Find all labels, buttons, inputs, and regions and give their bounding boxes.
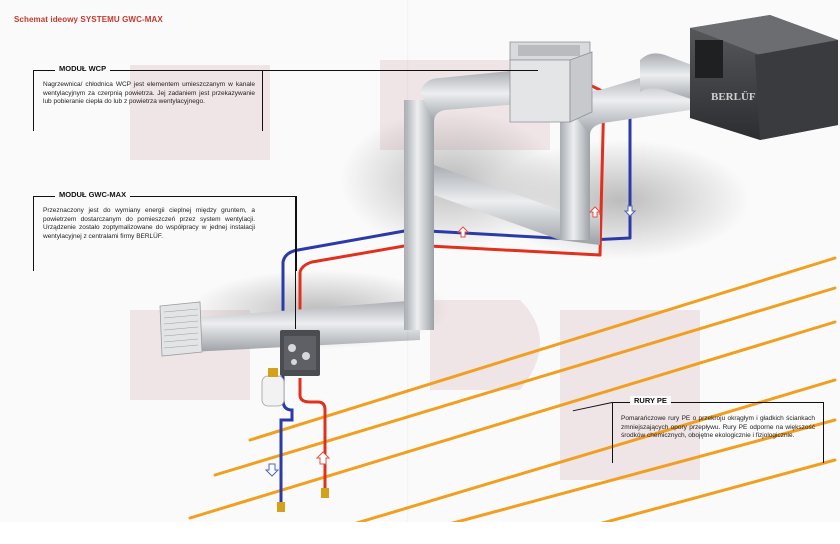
flow-arrows	[264, 205, 637, 477]
callout-gwc: MODUŁ GWC-MAX Przeznaczony jest do wymia…	[33, 190, 297, 271]
callout-rury: RURY PE Pomarańczowe rury PE o przekroju…	[572, 396, 824, 463]
intake-grille	[159, 301, 203, 357]
pipe-fitting	[321, 488, 329, 498]
callout-text: Przeznaczony jest do wymiany energii cie…	[43, 207, 255, 240]
page-fold	[407, 0, 409, 522]
gwc-module	[280, 330, 320, 376]
callout-text: Nagrzewnica/ chłodnica WCP jest elemente…	[43, 81, 255, 106]
leader-line-gwc	[295, 197, 296, 329]
wcp-module	[509, 41, 593, 123]
page-bottom-margin	[0, 522, 840, 544]
ventilation-ducts	[190, 53, 700, 352]
callout-frame	[33, 196, 297, 271]
expansion-vessel	[261, 368, 285, 407]
heat-exchange-pipes	[281, 84, 632, 335]
callout-frame	[33, 70, 263, 131]
callout-heading: MODUŁ WCP	[55, 64, 111, 73]
callout-wcp: MODUŁ WCP Nagrzewnica/ chłodnica WCP jes…	[33, 64, 538, 131]
callout-heading: MODUŁ GWC-MAX	[55, 190, 131, 199]
unit-brand-label: BERLÜF	[711, 90, 756, 103]
callout-text: Pomarańczowe rury PE o przekroju okrągły…	[621, 415, 815, 440]
callout-frame	[612, 402, 824, 463]
pipe-fitting	[277, 502, 285, 512]
page-title: Schemat ideowy SYSTEMU GWC-MAX	[14, 15, 163, 24]
callout-heading: RURY PE	[630, 396, 671, 405]
berluf-unit: BERLÜF	[690, 15, 838, 140]
leader-line	[261, 70, 538, 71]
ground-pipes	[188, 256, 837, 542]
